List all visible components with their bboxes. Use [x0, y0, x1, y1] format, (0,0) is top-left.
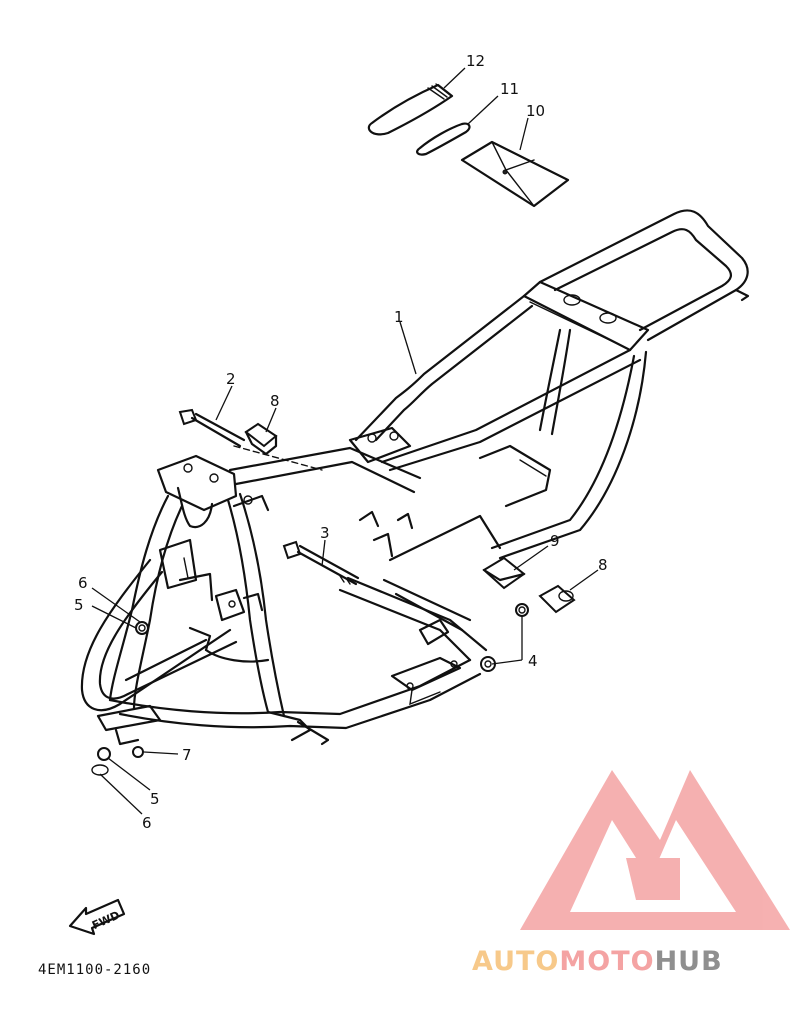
part-3-bolt [282, 540, 360, 586]
callout-3: 3 [320, 524, 330, 542]
callout-6-upper: 6 [78, 574, 88, 592]
part-4-nut-upper [515, 603, 529, 617]
part-1-frame [80, 209, 750, 746]
callout-6-lower: 6 [142, 814, 152, 832]
callout-5-upper: 5 [74, 596, 84, 614]
callout-8-upper: 8 [270, 392, 280, 410]
leader-lines [91, 67, 599, 815]
callout-10: 10 [526, 102, 545, 120]
fwd-direction-badge: FWD [68, 898, 126, 936]
callouts: 12 11 10 1 2 8 3 9 8 4 6 5 7 5 6 [74, 52, 608, 832]
automotohub-watermark: AUTOMOTOHUB [472, 770, 790, 977]
callout-9: 9 [550, 532, 560, 550]
callout-5-lower: 5 [150, 790, 160, 808]
part-2-bolt [178, 408, 246, 448]
callout-7: 7 [182, 746, 192, 764]
callout-12: 12 [466, 52, 485, 70]
part-11-pad [416, 122, 471, 156]
part-5-nut-lower [97, 747, 111, 761]
watermark-text: AUTOMOTOHUB [472, 946, 723, 977]
fwd-label: FWD [90, 909, 122, 933]
part-8-collar-lower [538, 584, 576, 614]
callout-8-lower: 8 [598, 556, 608, 574]
watermark-moto: MOTO [559, 946, 654, 977]
watermark-hub: HUB [655, 946, 723, 977]
part-9-bushing [482, 556, 526, 590]
part-6-washer-lower [91, 764, 109, 776]
part-7-bolt [132, 746, 144, 758]
part-5-nut-upper [135, 621, 149, 635]
watermark-mark-icon [520, 770, 790, 930]
callout-4: 4 [528, 652, 538, 670]
part-12-strap [367, 83, 454, 136]
watermark-auto: AUTO [472, 946, 559, 977]
part-8-collar-upper [244, 422, 278, 456]
part-10-tool-bag [460, 140, 570, 208]
callout-2: 2 [226, 370, 236, 388]
callout-1: 1 [394, 308, 404, 326]
callout-11: 11 [500, 80, 519, 98]
document-code: 4EM1100-2160 [38, 962, 151, 978]
